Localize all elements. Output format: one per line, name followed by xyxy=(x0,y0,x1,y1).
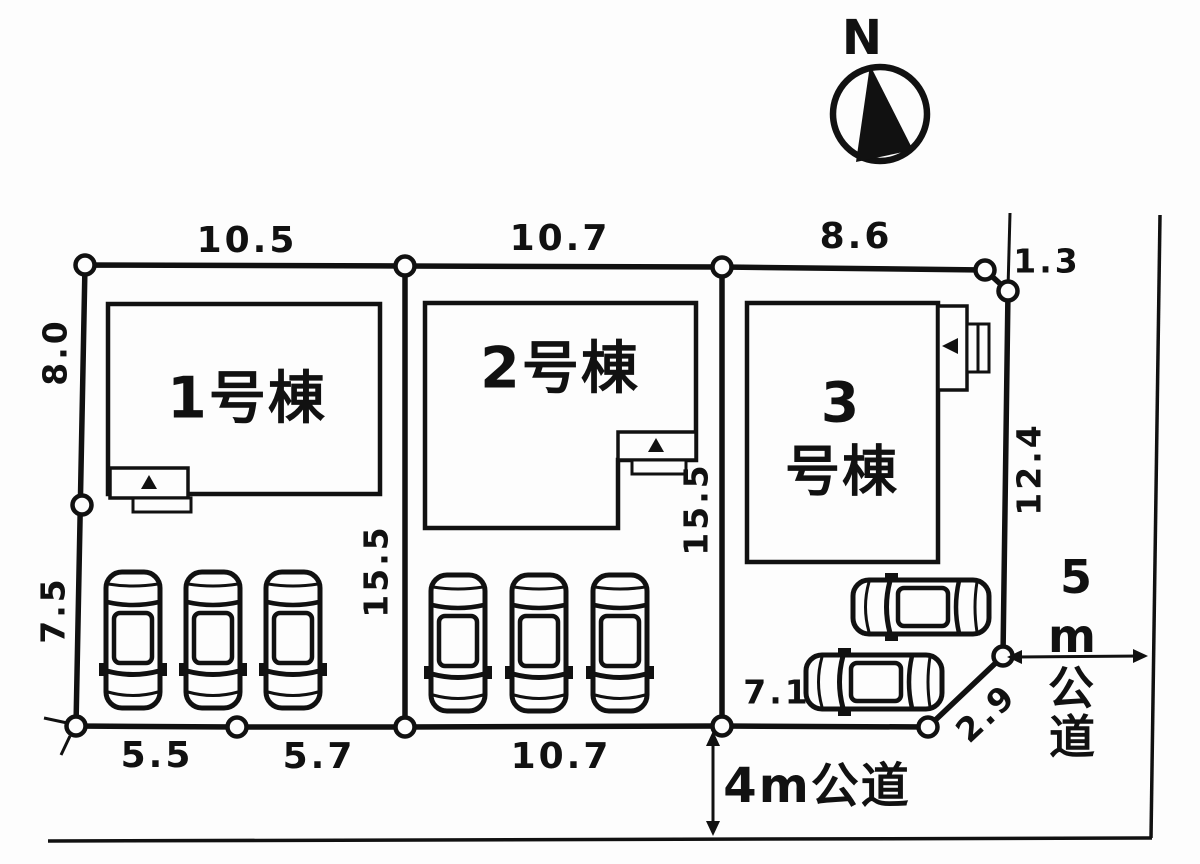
dimension-corner-offset: 1.3 xyxy=(1013,241,1081,281)
building-2-outline xyxy=(422,300,699,531)
building-1-entrance-step xyxy=(131,496,193,514)
road-width-arrows xyxy=(706,649,1148,836)
north-label: N xyxy=(841,10,883,66)
car-top-view-icon xyxy=(179,572,247,708)
right-road-edge xyxy=(1149,214,1162,839)
dimension-lot2-top: 10.7 xyxy=(509,218,611,259)
car-top-view-icon xyxy=(99,572,167,708)
car-top-view-icon xyxy=(586,575,654,711)
upper-boundary-extension xyxy=(1006,212,1012,290)
parking-cars xyxy=(99,572,989,716)
dimension-lot1-top: 10.5 xyxy=(196,220,298,261)
lot-boundary xyxy=(43,262,1011,756)
building-3-outline xyxy=(744,300,991,565)
5m-road-width-arrow xyxy=(1011,654,1144,659)
right-road-label-char: 5 xyxy=(1059,550,1093,604)
dimension-lot1-bottom-left: 5.5 xyxy=(120,735,194,776)
dimension-divider-2-3: 15.5 xyxy=(676,462,716,556)
dimension-lot2-bottom: 10.7 xyxy=(510,736,612,777)
road-lines xyxy=(47,212,1162,843)
building-2-label: 2号棟 xyxy=(480,335,640,402)
right-road-label-char: m xyxy=(1048,609,1096,663)
bottom-road-edge xyxy=(47,836,1153,843)
dimension-lot3-bottom: 7.1 xyxy=(743,672,811,712)
building-3-label-number: 3 xyxy=(820,370,862,435)
dimension-lot1-bottom-right: 5.7 xyxy=(282,736,356,777)
building-1-entrance-arrow-icon xyxy=(141,475,157,489)
boundary-tick xyxy=(59,735,72,756)
car-top-view-icon xyxy=(853,573,989,641)
building-1-outline xyxy=(105,301,383,514)
dimension-left-upper: 8.0 xyxy=(35,318,75,386)
building-1-label: 1号棟 xyxy=(167,365,327,432)
right-road-label-char: 公 xyxy=(1048,661,1094,715)
right-road-label-char: 道 xyxy=(1049,710,1095,764)
dimension-divider-1-2: 15.5 xyxy=(356,524,396,618)
car-top-view-icon xyxy=(424,575,492,711)
car-top-view-icon xyxy=(259,572,327,708)
dimension-right-side: 12.4 xyxy=(1009,422,1049,516)
building-2-entrance-step xyxy=(630,458,688,476)
bottom-road-label: 4m公道 xyxy=(723,758,911,814)
building-2-entrance-arrow-icon xyxy=(648,438,664,452)
building-3-label-suffix: 号棟 xyxy=(784,439,900,504)
dimension-left-lower: 7.5 xyxy=(33,576,73,644)
dimension-lot3-top: 8.6 xyxy=(819,216,893,257)
building-3-entrance-arrow-icon xyxy=(942,338,958,354)
car-top-view-icon xyxy=(505,575,573,711)
north-compass-icon xyxy=(829,63,931,165)
car-top-view-icon xyxy=(806,648,942,716)
boundary-point-markers xyxy=(64,253,1020,739)
